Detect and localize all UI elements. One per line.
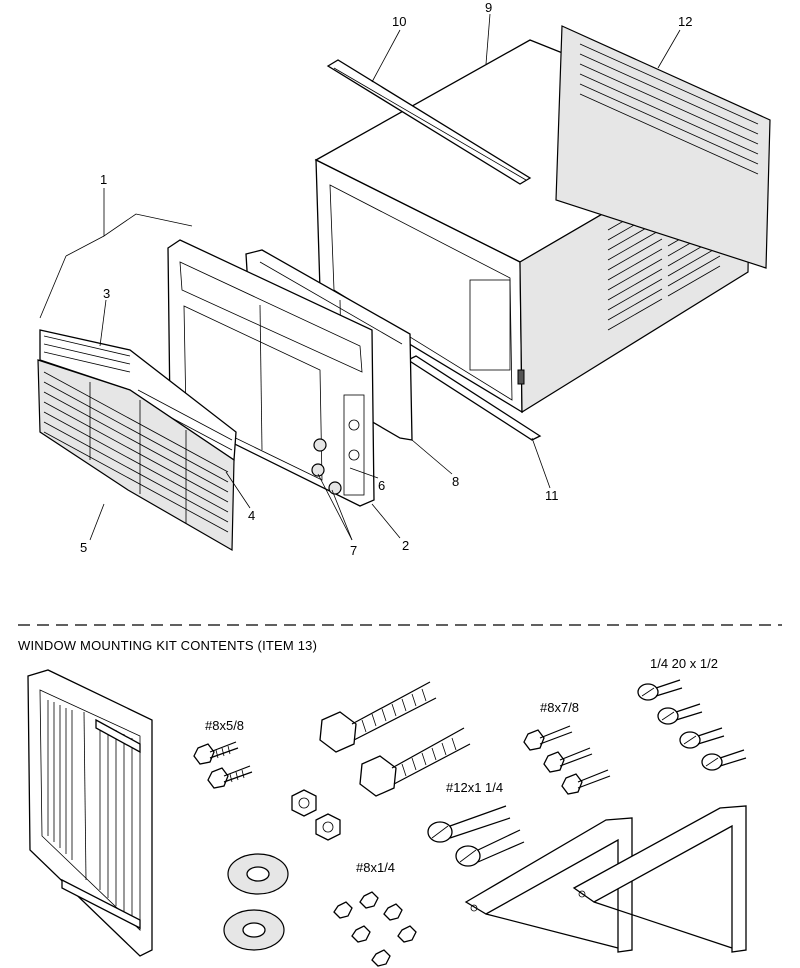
callout-1: 1: [100, 172, 107, 187]
label-quarter-20-x-half: 1/4 20 x 1/2: [650, 656, 718, 671]
label-12x1-1-4: #12x1 1/4: [446, 780, 503, 795]
front-grille: [37, 359, 235, 552]
callout-10: 10: [392, 14, 406, 29]
leader-lines: [39, 13, 681, 541]
callout-9: 9: [485, 0, 492, 15]
label-8x7-8: #8x7/8: [540, 700, 579, 715]
callout-8: 8: [452, 474, 459, 489]
callout-12: 12: [678, 14, 692, 29]
callout-7: 7: [350, 543, 357, 558]
label-8x1-4: #8x1/4: [356, 860, 395, 875]
callout-4: 4: [248, 508, 255, 523]
panel-pleats: [47, 700, 133, 922]
screws-8x1-4: [333, 891, 417, 967]
kit-title: WINDOW MOUNTING KIT CONTENTS (ITEM 13): [18, 638, 317, 653]
callout-5: 5: [80, 540, 87, 555]
callout-numbers: 1 2 3 4 5 6 7 8 9 10 11 12: [80, 0, 692, 558]
support-brackets: [464, 805, 747, 953]
large-hex-bolts: [319, 681, 471, 797]
callout-11: 11: [545, 488, 559, 503]
screws-12x1-1-4: [427, 805, 525, 867]
screws-8x5-8: [193, 741, 253, 789]
callout-2: 2: [402, 538, 409, 553]
screws-quarter-20: [637, 679, 747, 771]
bottom-rail: [406, 355, 542, 441]
top-rail: [326, 59, 532, 185]
rear-grille: [555, 25, 771, 269]
grille-slats: [43, 371, 229, 533]
callout-6: 6: [378, 478, 385, 493]
label-8x5-8: #8x5/8: [205, 718, 244, 733]
foam-washers: [223, 853, 289, 951]
side-curtain-panel: [27, 669, 153, 957]
callout-3: 3: [103, 286, 110, 301]
hex-nuts: [291, 789, 341, 841]
screws-8x7-8: [523, 725, 611, 795]
